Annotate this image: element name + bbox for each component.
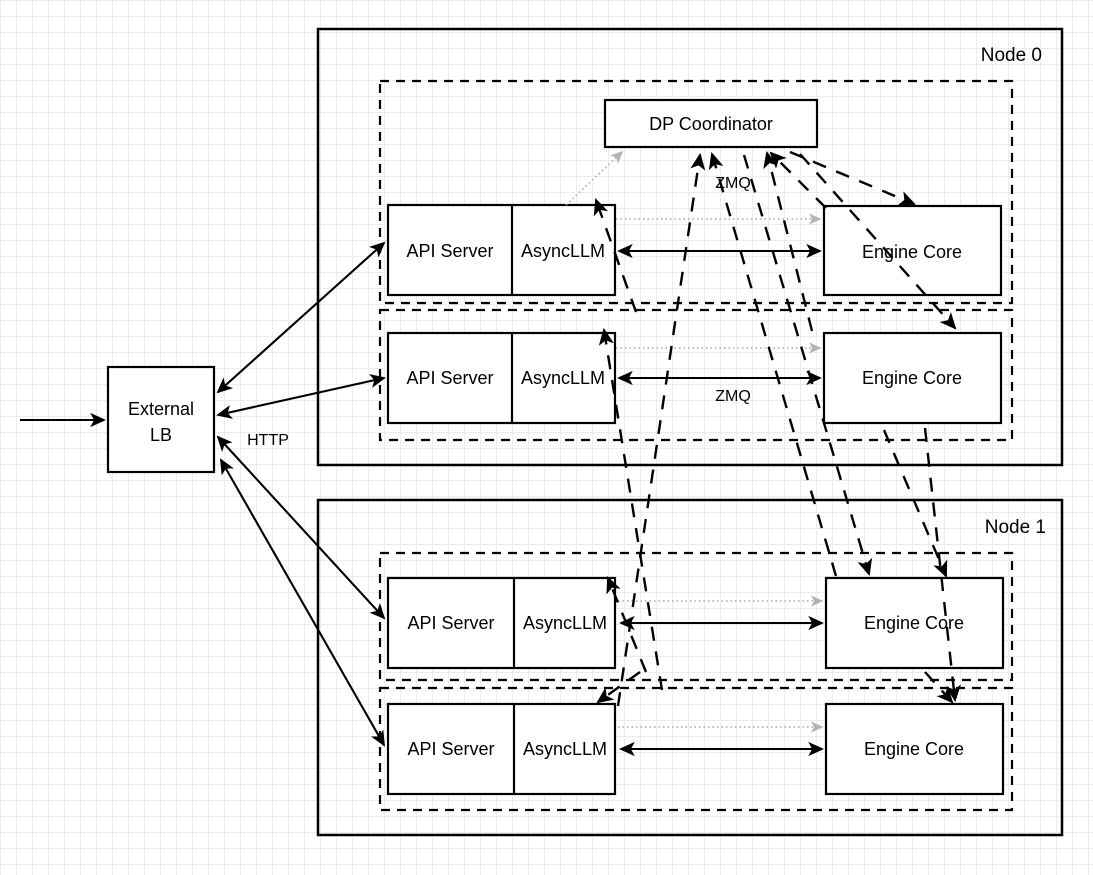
dotted-edge-asyncllm-to-coordinator [565, 150, 624, 206]
node-1-group-1-asyncllm-label: AsyncLLM [523, 739, 607, 759]
dashed-edge-coordinator-to-node0-group0-engine [789, 150, 916, 206]
node-0-group-1-asyncllm-label: AsyncLLM [521, 368, 605, 388]
node-0-group-1-engine-core-box[interactable] [822, 331, 1003, 425]
http-edge-lb-to-node1-group1 [220, 458, 385, 747]
node-1-group-0-engine-core-box[interactable] [824, 576, 1005, 670]
dashed-edge-node0-group0-engine-to-coordinator [769, 151, 827, 209]
node-1-group-1-server-box[interactable] [386, 702, 617, 796]
dp-coordinator[interactable]: DP Coordinator [603, 98, 819, 149]
node-0-group-1-engine-core-label: Engine Core [862, 368, 962, 388]
dashed-edge-coordinator-to-node1-group0-asyncllm [606, 576, 648, 673]
dp-coordinator-label: DP Coordinator [649, 114, 773, 134]
http-edge-lb-to-node0-group1 [216, 374, 386, 419]
dashed-edge-node0-group1-engine-to-node1-group0-engine [882, 429, 948, 578]
zmq-label-node0-group0: ZMQ [715, 175, 751, 192]
node-1-group-0-server-box[interactable] [386, 576, 617, 670]
dashed-edge-coordinator-to-node0-group1-engine [799, 153, 957, 330]
node-1-group-0-frame [378, 551, 1014, 682]
node-0-group-0-engine-core-box[interactable] [822, 204, 1003, 297]
node-1-group-0-engine-core-label: Engine Core [864, 613, 964, 633]
node-1-group-1-engine-core-box[interactable] [824, 702, 1005, 796]
node-0-group-0-engine-core-label: Engine Core [862, 242, 962, 262]
dashed-edge-node0-to-node1-group1-engine [923, 427, 961, 703]
node-0-group-0-asyncllm-label: AsyncLLM [521, 241, 605, 261]
node-1-group-1-engine-core-label: Engine Core [864, 739, 964, 759]
dashed-edge-node1-group0-engine-to-coordinator [708, 151, 838, 577]
dashed-edge-coordinator-to-node1-group1-asyncllm [596, 671, 641, 704]
node-1-title: Node 1 [985, 517, 1046, 538]
node-1-group-0-asyncllm-label: AsyncLLM [523, 613, 607, 633]
node-0-group-0-frame [378, 79, 1014, 305]
external-lb-label-line1: External [128, 399, 194, 419]
node-0-title: Node 0 [981, 45, 1042, 66]
dashed-edge-node0-group1-engine-to-coordinator [763, 150, 814, 332]
external-lb-box[interactable] [106, 365, 216, 474]
http-label: HTTP [247, 432, 289, 449]
zmq-label-node0-group1: ZMQ [715, 388, 751, 405]
node-1-container: Node 1 API Server AsyncLLM Engine Core A… [316, 498, 1064, 837]
http-edge-lb-to-node0-group0 [216, 241, 386, 394]
dashed-edge-node1-group0-engine-to-node1-group1-engine [924, 671, 954, 704]
external-lb[interactable]: External LB [106, 365, 216, 474]
dashed-edge-node1-group1-engine-to-coordinator [616, 152, 706, 707]
node-1-group-1-frame [378, 686, 1014, 812]
node-0-group-0-server-box[interactable] [386, 203, 617, 297]
node-1-group-1-api-server-label: API Server [407, 739, 494, 759]
node-0-group-1-api-server-label: API Server [406, 368, 493, 388]
node-0-group-1-server-box[interactable] [386, 331, 617, 425]
dashed-edge-coordinator-to-node0-group1-asyncllm [598, 327, 664, 691]
external-lb-label-line2: LB [150, 425, 172, 445]
node-1-group-0-api-server-label: API Server [407, 613, 494, 633]
dp-coordinator-box[interactable] [603, 98, 819, 149]
node-0-container: Node 0 API Server AsyncLLM Engine Core A… [316, 27, 1064, 467]
dashed-edge-coordinator-to-node0-group0-asyncllm [593, 198, 638, 313]
node-0-group-0-api-server-label: API Server [406, 241, 493, 261]
